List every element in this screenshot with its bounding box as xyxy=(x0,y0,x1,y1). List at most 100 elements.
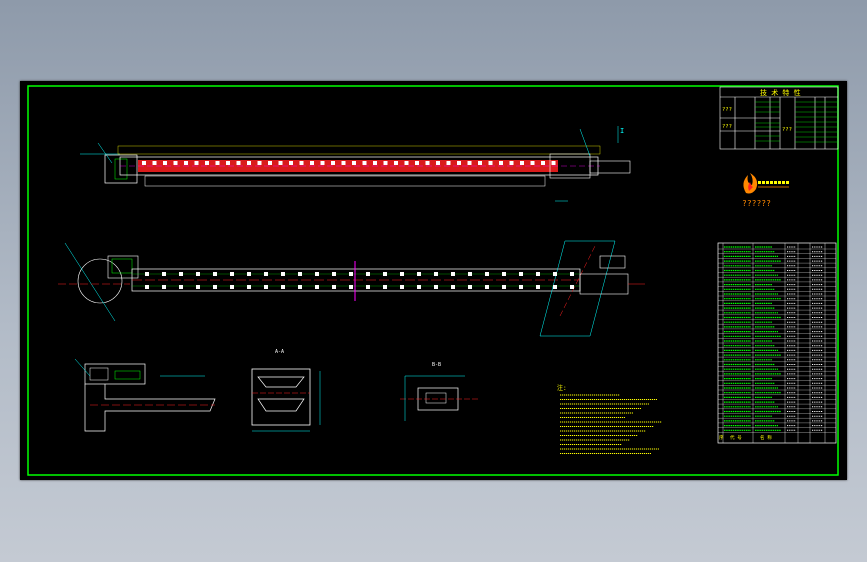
flight-mark xyxy=(173,161,178,165)
support-mark xyxy=(417,272,421,276)
tech-row-label-2: ??? xyxy=(722,124,732,130)
flight-mark xyxy=(152,161,157,165)
flight-mark xyxy=(488,161,493,165)
support-mark xyxy=(400,272,404,276)
support-mark xyxy=(485,285,489,289)
support-mark xyxy=(502,285,506,289)
flight-mark xyxy=(436,161,440,165)
support-mark xyxy=(298,272,302,276)
support-mark xyxy=(536,272,540,276)
flight-mark xyxy=(478,161,482,165)
conveyor-plan-view xyxy=(58,240,645,337)
flight-mark xyxy=(236,161,241,165)
support-mark xyxy=(298,285,302,289)
flight-mark xyxy=(142,161,146,165)
support-mark xyxy=(553,285,557,289)
support-mark xyxy=(332,272,336,276)
flight-mark xyxy=(509,161,514,165)
support-mark xyxy=(230,285,234,289)
support-mark xyxy=(315,272,319,276)
support-mark xyxy=(213,285,217,289)
notes-title: 注: xyxy=(557,384,567,392)
tech-spec-table xyxy=(719,86,839,150)
flight-mark xyxy=(383,161,388,165)
flight-mark xyxy=(499,161,503,165)
flight-mark xyxy=(299,161,304,165)
support-mark xyxy=(247,272,251,276)
support-mark xyxy=(315,285,319,289)
support-mark xyxy=(468,285,472,289)
support-mark xyxy=(485,272,489,276)
company-logo xyxy=(743,173,789,194)
tech-row-label-3: ??? xyxy=(782,127,792,133)
support-mark xyxy=(213,272,217,276)
support-mark xyxy=(366,272,370,276)
flight-mark xyxy=(404,161,409,165)
support-mark xyxy=(162,285,166,289)
flight-mark xyxy=(467,161,472,165)
support-mark xyxy=(162,272,166,276)
tech-table-title: 技 术 特 性 xyxy=(760,88,801,97)
support-mark xyxy=(383,285,387,289)
support-mark xyxy=(434,285,438,289)
flight-mark xyxy=(247,161,251,165)
support-mark xyxy=(451,285,455,289)
section-label-a-a: A-A xyxy=(275,349,284,355)
support-mark xyxy=(417,285,421,289)
flight-mark xyxy=(415,161,419,165)
support-mark xyxy=(570,285,574,289)
flight-mark xyxy=(184,161,188,165)
support-mark xyxy=(451,272,455,276)
view-label-i: I xyxy=(620,127,624,135)
flight-mark xyxy=(215,161,220,165)
flight-mark xyxy=(163,161,167,165)
bom-header-code: 代 号 xyxy=(730,434,742,441)
flight-mark xyxy=(362,161,367,165)
flight-mark xyxy=(205,161,209,165)
flight-mark xyxy=(373,161,377,165)
support-mark xyxy=(332,285,336,289)
flight-mark xyxy=(257,161,262,165)
support-mark xyxy=(536,285,540,289)
support-mark xyxy=(400,285,404,289)
drawing-canvas[interactable]: 技 术 特 性 ??? ??? ??? ?????? xyxy=(20,81,847,480)
detail-view-b-b xyxy=(400,375,480,421)
support-mark xyxy=(196,272,200,276)
cad-drawing: 技 术 特 性 ??? ??? ??? ?????? xyxy=(27,85,839,476)
flight-mark xyxy=(194,161,199,165)
support-mark xyxy=(264,272,268,276)
conveyor-supports xyxy=(145,272,574,289)
notes-block xyxy=(560,394,662,454)
bom-rows xyxy=(718,246,836,433)
tech-row-label-1: ??? xyxy=(722,107,732,113)
support-mark xyxy=(383,272,387,276)
support-mark xyxy=(281,272,285,276)
flight-mark xyxy=(541,161,545,165)
conveyor-elevation-view xyxy=(80,126,631,202)
flight-mark xyxy=(530,161,535,165)
detail-label-b-b: B-B xyxy=(432,362,441,368)
support-mark xyxy=(434,272,438,276)
flight-mark xyxy=(457,161,461,165)
support-mark xyxy=(468,272,472,276)
flight-mark xyxy=(310,161,314,165)
bom-header-no: 序 xyxy=(719,434,724,441)
company-caption: ?????? xyxy=(742,199,771,208)
flight-mark xyxy=(520,161,524,165)
conveyor-flights xyxy=(142,161,556,165)
flight-mark xyxy=(425,161,430,165)
bom-header-name: 名 称 xyxy=(760,434,772,441)
support-mark xyxy=(349,272,353,276)
flight-mark xyxy=(394,161,398,165)
support-mark xyxy=(264,285,268,289)
flight-mark xyxy=(446,161,451,165)
support-mark xyxy=(196,285,200,289)
support-mark xyxy=(519,285,523,289)
support-mark xyxy=(366,285,370,289)
flight-mark xyxy=(331,161,335,165)
support-mark xyxy=(519,272,523,276)
flight-mark xyxy=(551,161,556,165)
flight-mark xyxy=(278,161,283,165)
support-mark xyxy=(349,285,353,289)
support-mark xyxy=(281,285,285,289)
